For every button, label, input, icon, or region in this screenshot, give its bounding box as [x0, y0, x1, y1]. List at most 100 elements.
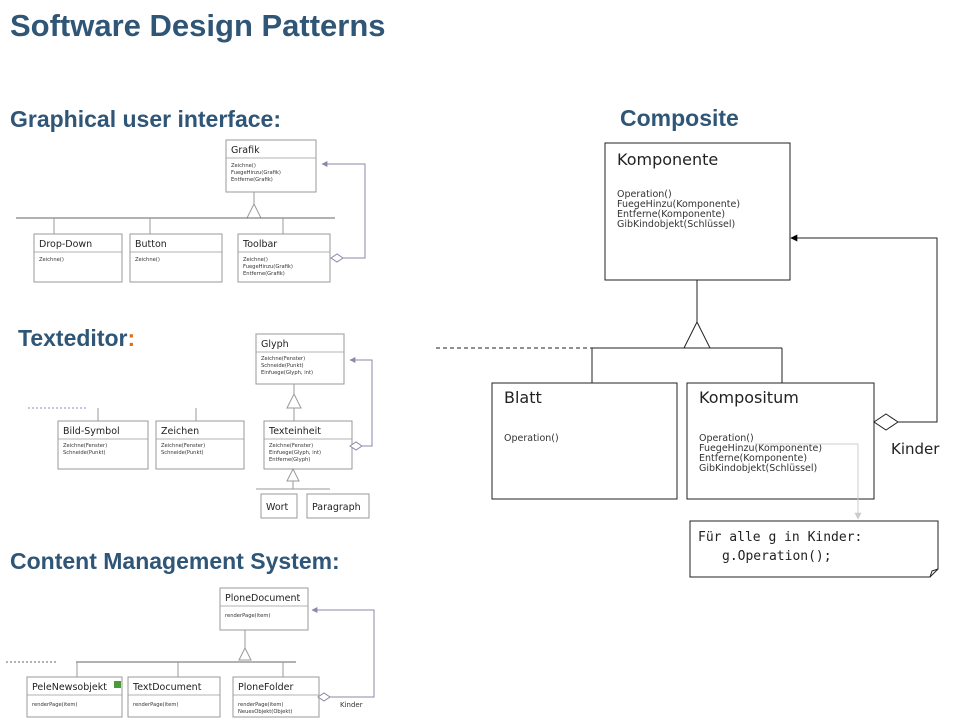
te-sub-class-box: Wort — [260, 493, 298, 519]
cms-status-icon — [114, 681, 121, 688]
glyph-box-outline — [255, 333, 345, 385]
te-child-2-class-name: Texteinheit — [268, 426, 321, 437]
note-outline — [689, 520, 939, 578]
cms-generalization-triangle — [238, 646, 252, 661]
te-sub-generalization-triangle — [286, 467, 300, 482]
komponente-box-outline — [604, 142, 791, 281]
gui-child-0-box-outline — [33, 233, 123, 283]
aggregation-line — [790, 234, 938, 423]
te-child-2-operation: Zeichne(Fenster) — [269, 443, 313, 449]
te-child-1-operation: Zeichne(Fenster) — [161, 443, 205, 449]
gui-child-2-operation: Entferne(Grafik) — [243, 271, 285, 277]
section-heading-composite: Composite — [620, 105, 739, 131]
cms-child-2-operation: NeuesObjekt(Objekt) — [238, 709, 292, 715]
komponente-class-name: Komponente — [617, 150, 718, 169]
texteditor-diagram: GlyphZeichne(Fenster)Schneide(Punkt)Einf… — [28, 333, 373, 519]
kinder-label: Kinder — [891, 440, 940, 458]
note-connector — [755, 443, 862, 520]
grafik-operation: Zeichne() — [231, 163, 256, 169]
glyph-operation: Schneide(Punkt) — [261, 363, 304, 369]
te-child-2-class-box: TexteinheitZeichne(Fenster)Einfuege(Glyp… — [263, 420, 353, 470]
generalization-triangle — [683, 320, 711, 349]
glyph-class-name: Glyph — [261, 339, 289, 350]
glyph-operation: Einfuege(Glyph, int) — [261, 370, 313, 376]
gui-child-1-class-name: Button — [135, 239, 167, 250]
grafik-operation: FuegeHinzu(Grafik) — [231, 170, 281, 176]
te-child-0-operation: Zeichne(Fenster) — [63, 443, 107, 449]
gui-child-0-operation: Zeichne() — [39, 257, 64, 263]
aggregation-diamond — [873, 413, 899, 431]
cms-kinder-label: Kinder — [340, 701, 363, 709]
grafik-class-box: GrafikZeichne()FuegeHinzu(Grafik)Entfern… — [225, 139, 317, 193]
grafik-box-outline — [225, 139, 317, 193]
kompositum-operation: GibKindobjekt(Schlüssel) — [699, 463, 817, 474]
gui-child-2-operation: FuegeHinzu(Grafik) — [243, 264, 293, 270]
cms-child-2-class-box: PloneFolder renderPage(item)NeuesObjekt(O… — [232, 676, 320, 718]
te-sub-bar — [256, 481, 330, 490]
plonedocument-class-name: PloneDocument — [225, 593, 301, 604]
gui-aggregation-diamond — [330, 253, 344, 263]
komponente-operation: FuegeHinzu(Komponente) — [617, 199, 740, 210]
texteditor-heading-colon: : — [127, 325, 136, 351]
te-child-0-class-name: Bild-Symbol — [63, 426, 120, 437]
te-sub-class-name: Paragraph — [312, 502, 361, 513]
gui-child-1-operation: Zeichne() — [135, 257, 160, 263]
kompositum-operation: Operation() — [699, 433, 754, 444]
blatt-class-name: Blatt — [504, 388, 542, 407]
cms-diagram: PloneDocumentrenderPage(item)PeleNewsobj… — [6, 587, 375, 718]
cms-child-2-operation: renderPage(item) — [238, 702, 283, 708]
gui-child-1-box-outline — [129, 233, 223, 283]
te-sub-class-name: Wort — [266, 502, 289, 513]
te-child-1-operation: Schneide(Punkt) — [161, 450, 204, 456]
gui-child-2-class-name: Toolbar — [242, 239, 277, 250]
gui-child-2-box-outline — [237, 233, 331, 283]
kompositum-operation: Entferne(Komponente) — [699, 453, 807, 464]
cms-child-0-box-outline — [26, 676, 123, 718]
komponente-operation: Entferne(Komponente) — [617, 209, 725, 220]
te-child-0-box-outline — [57, 420, 149, 470]
komponente-operation: GibKindobjekt(Schlüssel) — [617, 219, 735, 230]
note-line-2: g.Operation(); — [722, 549, 832, 564]
grafik-class-name: Grafik — [231, 145, 260, 156]
komponente-operation: Operation() — [617, 189, 672, 200]
note-dogear — [929, 568, 939, 578]
cms-aggregation-line — [311, 607, 375, 698]
gui-child-2-operation: Zeichne() — [243, 257, 268, 263]
note-line-1: Für alle g in Kinder: — [698, 530, 862, 545]
cms-child-2-box-outline — [232, 676, 320, 718]
gui-child-0-class-name: Drop-Down — [39, 239, 92, 250]
te-child-0-operation: Schneide(Punkt) — [63, 450, 106, 456]
kompositum-box-outline — [686, 382, 875, 500]
plonedocument-box-outline — [219, 587, 309, 631]
cms-child-0-class-box: PeleNewsobjekt renderPage(item) — [26, 676, 123, 718]
glyph-class-box: GlyphZeichne(Fenster)Schneide(Punkt)Einf… — [255, 333, 345, 385]
texteditor-heading-text: Texteditor — [18, 325, 128, 351]
page-title: Software Design Patterns — [10, 8, 386, 43]
te-sub-box-outline — [306, 493, 370, 519]
gui-generalization-triangle — [246, 202, 262, 219]
composite-diagram: KomponenteOperation()FuegeHinzu(Komponen… — [436, 142, 940, 578]
blatt-operation: Operation() — [504, 433, 559, 444]
cms-child-0-operation: renderPage(item) — [32, 702, 77, 708]
cms-aggregation-diamond — [317, 692, 331, 702]
te-child-2-box-outline — [263, 420, 353, 470]
gui-child-2-class-box: ToolbarZeichne()FuegeHinzu(Grafik)Entfer… — [237, 233, 331, 283]
te-child-2-operation: Einfuege(Glyph, int) — [269, 450, 321, 456]
cms-child-0-class-name: PeleNewsobjekt — [32, 682, 107, 693]
note-box: Für alle g in Kinder: g.Operation(); — [689, 520, 939, 578]
cms-child-1-operation: renderPage(item) — [133, 702, 178, 708]
glyph-operation: Zeichne(Fenster) — [261, 356, 305, 362]
te-child-0-class-box: Bild-SymbolZeichne(Fenster)Schneide(Punk… — [57, 420, 149, 470]
cms-child-2-class-name: PloneFolder — [238, 682, 293, 693]
kompositum-operation: FuegeHinzu(Komponente) — [699, 443, 822, 454]
te-child-1-class-name: Zeichen — [161, 426, 199, 437]
section-heading-texteditor: Texteditor: — [18, 325, 135, 352]
gui-diagram: GrafikZeichne()FuegeHinzu(Grafik)Entfern… — [16, 139, 366, 283]
cms-child-1-class-name: TextDocument — [132, 682, 202, 693]
komponente-class-box: KomponenteOperation()FuegeHinzu(Komponen… — [604, 142, 791, 281]
